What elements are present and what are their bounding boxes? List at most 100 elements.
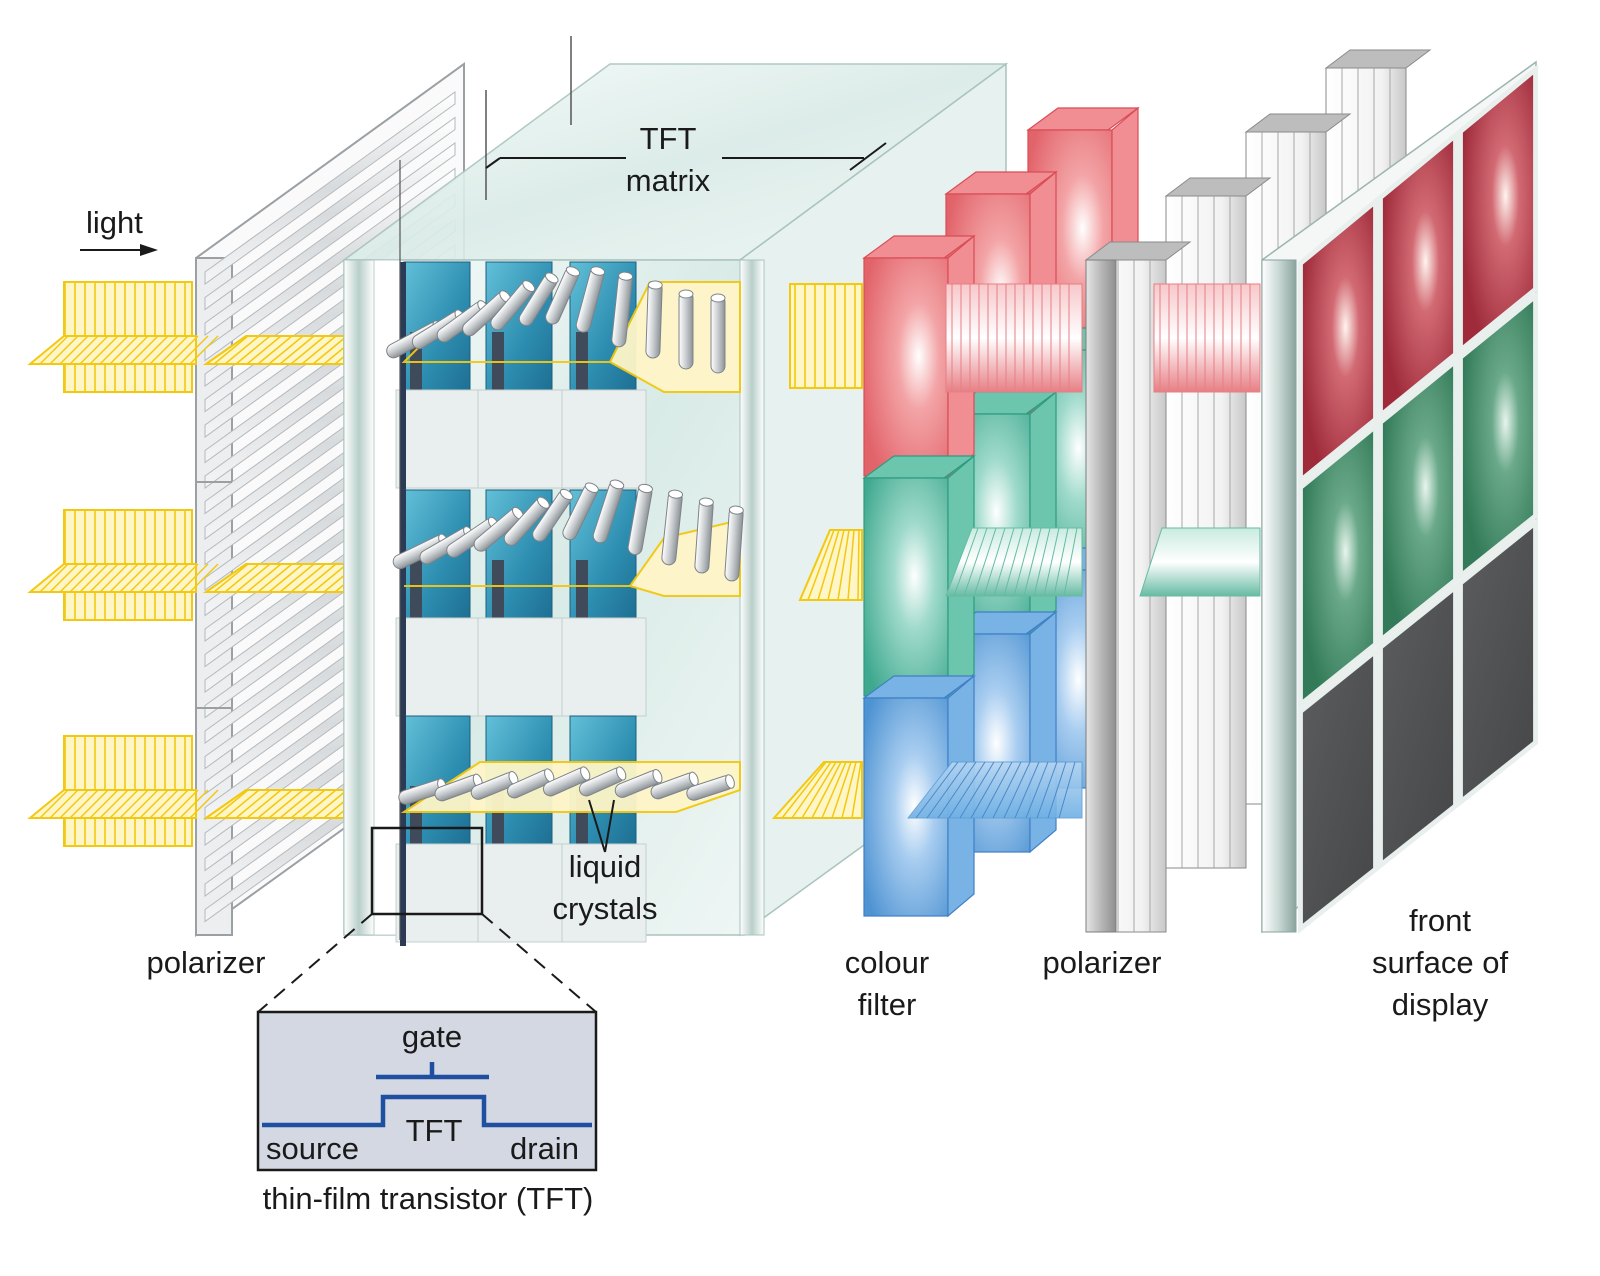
- blue-beam-hatch: [926, 761, 968, 819]
- light-wave-hatch: [79, 335, 109, 365]
- light-wave-hatch: [129, 335, 159, 365]
- colour-filter-label-line2: filter: [857, 987, 917, 1022]
- transmitted-light-hatch: [851, 761, 862, 819]
- light-wave-hatch: [169, 335, 199, 365]
- inset-caption: thin-film transistor (TFT): [262, 1181, 594, 1216]
- green-beam-hatch: [1033, 527, 1051, 597]
- inset-drain-label: drain: [510, 1131, 579, 1166]
- light-wave-hatch: [189, 789, 219, 819]
- light-wave-hatch: [109, 789, 139, 819]
- transmitted-light-hatch: [811, 761, 842, 819]
- rod-body: [611, 272, 633, 348]
- liquid-crystal-rod: [710, 293, 726, 374]
- rod-end-cap: [580, 766, 591, 781]
- rod-end-cap: [584, 482, 599, 493]
- blue-beam-hatch: [1058, 761, 1076, 819]
- transmitted-light-hatch: [847, 529, 855, 601]
- incoming-light-beams: [27, 281, 370, 847]
- rod-end-cap: [616, 766, 627, 781]
- polarized-light-hatch: [246, 563, 282, 593]
- polarized-light-hatch: [224, 335, 260, 365]
- light-wave-hatch: [109, 563, 139, 593]
- polarized-light-hatch: [268, 563, 304, 593]
- blue-beam-hatch: [992, 761, 1022, 819]
- tft-row-line: [400, 490, 406, 720]
- liquid-crystal-rod: [627, 483, 653, 556]
- polarized-light-hatch: [279, 335, 315, 365]
- polarized-light-hatch: [312, 335, 348, 365]
- liquid-crystal-rod: [562, 482, 599, 541]
- liquid-crystal-rod: [678, 289, 694, 370]
- light-wave-hatch: [119, 563, 149, 593]
- light-wave-hatch: [189, 563, 219, 593]
- polarized-light-hatch: [312, 563, 348, 593]
- rod-end-cap: [647, 280, 663, 290]
- light-wave-hatch: [169, 563, 199, 593]
- polarized-light-hatch: [301, 789, 337, 819]
- polarized-light-hatch: [213, 789, 249, 819]
- blue-beam-hatch: [981, 761, 1013, 819]
- polarizer-louver: [204, 91, 456, 285]
- transmitted-light-hatch: [801, 761, 837, 819]
- rod-end-cap: [710, 293, 726, 303]
- display-pixel-green: [1457, 290, 1539, 582]
- tft-matrix-label-line1: TFT: [639, 121, 697, 156]
- polarized-light-hatch: [257, 563, 293, 593]
- light-wave-hatch: [139, 335, 169, 365]
- front-polarizer-label: polarizer: [1042, 945, 1162, 980]
- light-wave-hatch: [59, 335, 89, 365]
- light-wave-hatch: [99, 563, 129, 593]
- tft-matrix-label-line2: matrix: [625, 163, 711, 198]
- transmitted-light-hatch: [841, 761, 857, 819]
- tft-cell-grid: [395, 261, 647, 946]
- transmitted-light-hatch: [831, 761, 852, 819]
- light-wave-hatch: [159, 335, 189, 365]
- rod-end-cap: [728, 505, 744, 515]
- rod-end-cap: [678, 289, 694, 299]
- polarizer-louver: [204, 142, 456, 336]
- light-wave-hatch: [69, 563, 99, 593]
- light-wave-hatch: [89, 789, 119, 819]
- light-wave-hatch: [159, 789, 189, 819]
- transmitted-light-hatch: [821, 761, 847, 819]
- rod-body: [678, 290, 694, 370]
- display-pixel-red: [1377, 130, 1459, 421]
- liquid-crystal-rod: [490, 280, 536, 331]
- liquid-crystal-rod: [506, 768, 555, 799]
- display-pixel-green: [1297, 420, 1379, 710]
- blue-beam-hatch: [937, 761, 977, 819]
- inset-source-label: source: [266, 1131, 360, 1166]
- light-wave-hatch: [179, 335, 209, 365]
- liquid-crystals-label-line2: crystals: [552, 891, 658, 926]
- light-wave-hatch: [149, 335, 179, 365]
- liquid-crystal-rod: [686, 774, 735, 801]
- light-wave-hatch: [39, 563, 69, 593]
- polarized-light-hatch: [301, 563, 337, 593]
- polarized-light-hatch: [268, 335, 304, 365]
- blue-beam-hatch: [970, 761, 1004, 819]
- tft-row-line: [400, 262, 406, 492]
- polarized-light-hatch: [268, 789, 304, 819]
- polarized-light-hatch: [235, 335, 271, 365]
- light-label: light: [86, 205, 143, 240]
- polarizer-slat-top: [1324, 49, 1432, 69]
- polarized-light-hatch: [290, 335, 326, 365]
- display-pixel-dark: [1457, 517, 1539, 808]
- light-wave-hatch: [59, 789, 89, 819]
- light-wave-hatch: [79, 789, 109, 819]
- display-pixel-red: [1457, 64, 1539, 356]
- light-wave-hatch: [139, 789, 169, 819]
- light-wave-hatch: [39, 335, 69, 365]
- polarized-light-hatch: [257, 789, 293, 819]
- blue-beam-hatch: [959, 761, 995, 819]
- tft-gap-glass: [395, 389, 481, 489]
- blue-beam-hatch: [1014, 761, 1040, 819]
- front-surface-label-line3: display: [1391, 987, 1489, 1022]
- light-wave-hatch: [129, 789, 159, 819]
- liquid-crystal-rod: [661, 489, 684, 566]
- light-wave-hatch: [119, 335, 149, 365]
- rod-body: [645, 281, 663, 359]
- mid-light-strips: [771, 283, 863, 819]
- display-pixel-red: [1297, 196, 1379, 486]
